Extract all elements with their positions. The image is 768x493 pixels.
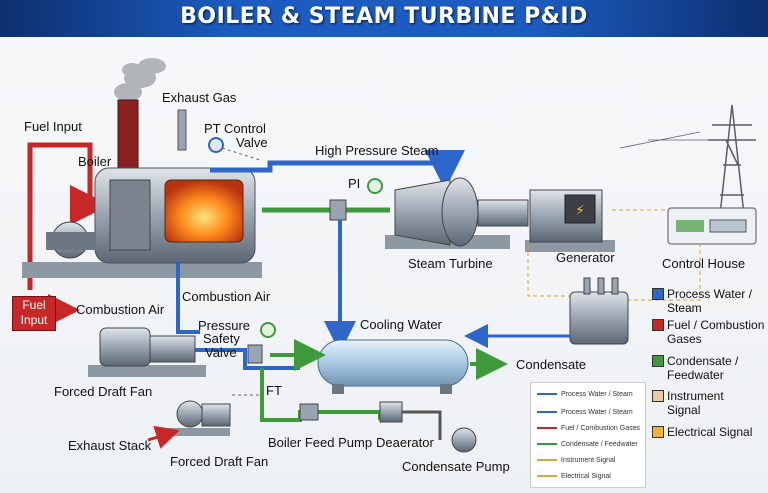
transformer-to-control	[620, 245, 701, 301]
key-condensate: Condensate / Feedwater	[652, 354, 766, 382]
forced-draft-fan-top-label: Forced Draft Fan	[54, 384, 153, 399]
key-swatch	[652, 426, 664, 438]
psv-gauge	[260, 322, 276, 338]
chimney	[117, 99, 139, 173]
legend-label: Fuel / Combustion Gases	[561, 425, 640, 432]
title-bar	[0, 0, 768, 37]
high-pressure-steam-line	[210, 150, 465, 190]
key-swatch	[652, 288, 664, 300]
combustion-air-line	[176, 262, 200, 334]
legend-swatch	[537, 443, 557, 446]
psv-label-3: Valve	[205, 345, 237, 360]
boiler-feed-pump	[379, 401, 403, 423]
legend-label: Process Water / Steam	[561, 409, 633, 416]
combustion-air-left-label: Combustion Air	[76, 302, 165, 317]
boiler-label: Boiler	[78, 154, 112, 169]
key-process-water: Process Water / Steam	[652, 287, 764, 315]
legend-row: Process Water / Steam	[537, 409, 633, 416]
condenser-tank	[317, 339, 469, 394]
pi-label: PI	[348, 176, 361, 191]
key-label: Condensate / Feedwater	[667, 354, 739, 382]
fan-to-condenser-line	[195, 348, 300, 370]
pt-label: PT	[204, 121, 221, 136]
legend-swatch	[537, 459, 557, 462]
legend-row: Electrical Signal	[537, 473, 611, 480]
condensate-pump	[451, 427, 477, 453]
page-title: BOILER & STEAM TURBINE P&ID	[180, 4, 588, 29]
legend-label: Process Water / Steam	[561, 391, 633, 398]
fuel-input-line	[27, 142, 110, 290]
key-swatch	[652, 390, 664, 402]
condensate-label: Condensate	[516, 357, 587, 372]
exhaust-stack-arrow	[147, 425, 180, 449]
pt-gauge	[208, 137, 224, 153]
key-electrical: Electrical Signal	[652, 425, 762, 439]
exhaust-gas-label: Exhaust Gas	[162, 90, 237, 105]
legend-label: Electrical Signal	[561, 473, 611, 480]
steam-turbine	[385, 177, 529, 249]
control-house	[667, 207, 757, 245]
legend-swatch	[537, 427, 557, 430]
pi-gauge	[367, 178, 383, 194]
legend-row: Process Water / Steam	[537, 391, 633, 398]
legend-row: Instrument Signal	[537, 457, 615, 464]
pi-valve	[329, 199, 347, 221]
legend-box: Process Water / Steam Process Water / St…	[530, 382, 646, 488]
diagram-canvas: ⚡	[22, 58, 757, 453]
legend-swatch	[537, 411, 557, 414]
high-pressure-steam-label: High Pressure Steam	[315, 143, 439, 158]
control-valve-label-1: Control	[224, 121, 266, 136]
ft-device	[299, 403, 319, 421]
legend-swatch	[537, 393, 557, 396]
psv-label-1: Pressure	[198, 318, 251, 333]
legend-label: Instrument Signal	[561, 457, 616, 464]
generator: ⚡	[525, 189, 615, 252]
deaerator-line	[402, 410, 442, 440]
psv-label-2: Safety	[203, 331, 240, 346]
legend-swatch	[537, 475, 557, 478]
key-label: Process Water / Steam	[667, 287, 752, 315]
forced-draft-fan-top	[88, 327, 206, 377]
transmission-tower	[619, 104, 756, 216]
generator-to-transformer	[527, 245, 600, 300]
legend-row: Fuel / Combustion Gases	[537, 425, 640, 432]
smoke	[114, 58, 166, 101]
ft-label: FT	[266, 383, 282, 398]
fuel-input-label: Fuel Input	[24, 119, 82, 134]
key-fuel: Fuel / Combustion Gases	[652, 318, 768, 346]
svg-text:⚡: ⚡	[575, 203, 585, 219]
key-swatch	[652, 355, 664, 367]
steam-turbine-label: Steam Turbine	[408, 256, 493, 271]
key-label: Instrument Signal	[667, 389, 724, 417]
deaerator-label: Deaerator	[376, 435, 434, 450]
control-house-label: Control House	[662, 256, 746, 271]
key-instrument: Instrument Signal	[652, 389, 742, 417]
legend-label: Condensate / Feedwater	[561, 441, 638, 448]
boiler-feed-pump-label: Boiler Feed Pump	[268, 435, 373, 450]
pt-signal	[221, 147, 261, 161]
key-label: Electrical Signal	[667, 425, 753, 439]
legend-row: Condensate / Feedwater	[537, 441, 638, 448]
key-swatch	[652, 319, 664, 331]
generator-label: Generator	[556, 250, 615, 265]
transformer	[569, 277, 629, 345]
control-valve-label-2: Valve	[236, 135, 268, 150]
key-label: Fuel / Combustion Gases	[667, 318, 765, 346]
condensate-pump-label: Condensate Pump	[402, 459, 510, 474]
combustion-air-label: Combustion Air	[182, 289, 271, 304]
boiler	[22, 167, 262, 278]
cooling-water-label: Cooling Water	[360, 317, 442, 332]
exhaust-valve	[177, 109, 187, 151]
psv-valve	[247, 344, 263, 364]
fuel-input-box: Fuel Input	[12, 296, 56, 331]
fuel-input-box-label: Fuel Input	[20, 298, 48, 327]
exhaust-stack-label: Exhaust Stack	[68, 438, 152, 453]
forced-draft-fan-bottom	[168, 400, 231, 436]
forced-draft-fan-bottom-label: Forced Draft Fan	[170, 454, 269, 469]
